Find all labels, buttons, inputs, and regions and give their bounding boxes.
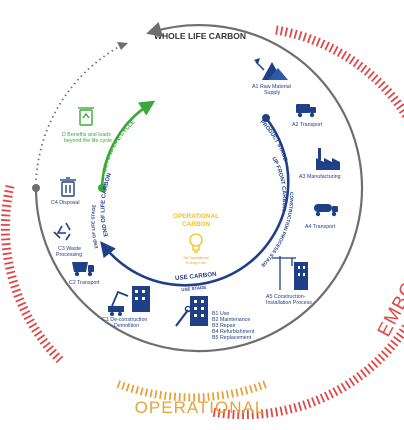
b4-label: B4 Refurbishment	[212, 329, 255, 335]
embodied-band-tail	[0, 185, 64, 364]
d-label-1: D Benefits and loads	[62, 132, 111, 138]
c3-label-2: Processing	[56, 252, 82, 258]
truck-icon	[296, 104, 316, 118]
a5-label-1: A5 Construction-	[266, 294, 306, 300]
recycling-icon	[53, 222, 71, 241]
diagram-title: WHOLE LIFE CARBON	[154, 31, 246, 41]
upfront-carbon-label: UP FRONT CARBON	[270, 156, 287, 211]
b5-label: B5 Replacement	[212, 335, 252, 341]
beyond-life-cycle-label: BEYOND LIFE CYCLE	[102, 119, 136, 172]
use-carbon-label: USE CARBON	[175, 271, 218, 282]
operational-carbon-title-2: CARBON	[182, 221, 210, 228]
c3-label-1: C3 Waste	[58, 246, 81, 252]
c1-label-2: Demolition	[114, 323, 139, 329]
operational-band	[116, 380, 268, 402]
whole-life-arc-start-dot	[32, 184, 40, 192]
operational-label: OPERATIONAL	[135, 398, 266, 417]
whole-life-arc	[34, 21, 364, 353]
crane-building-icon	[272, 256, 308, 290]
use-stage-label: USE STAGE	[181, 285, 207, 293]
operational-energy-sub-1: B6 Operational	[183, 256, 208, 260]
beyond-dotted-arrowhead	[117, 42, 128, 50]
product-stage-label: PRODUCT STAGE	[259, 119, 289, 162]
beyond-life-cycle-arc	[100, 100, 156, 189]
lightbulb-icon	[189, 233, 203, 253]
navy-arc-start-dot	[262, 114, 270, 122]
b1-label: B1 Use	[212, 311, 229, 317]
b3-label: B3 Repair	[212, 323, 236, 329]
operational-carbon-title-1: OPERATIONAL	[173, 213, 219, 220]
raw-material-icon	[254, 58, 288, 80]
trash-bin-icon	[60, 177, 76, 197]
b2-label: B2 Maintenance	[212, 317, 250, 323]
a4-label: A4 Transport	[305, 224, 336, 230]
c4-label: C4 Disposal	[51, 200, 80, 206]
embodied-band	[211, 25, 404, 420]
beyond-dotted-arc	[35, 43, 125, 181]
building-maintenance-icon	[175, 296, 208, 327]
a5-label-2: Installation Process	[266, 300, 312, 306]
use-carbon-arc	[100, 117, 290, 287]
dump-truck-icon	[72, 262, 94, 277]
factory-icon	[316, 148, 340, 170]
operational-energy-sub-2: Energy Use	[186, 261, 206, 265]
a2-label: A2 Transport	[292, 122, 323, 128]
end-of-life-stage-label: END OF LIFE STAGE	[90, 204, 98, 249]
embodied-label: EMBODIED	[374, 234, 404, 340]
a1-label-1: A1 Raw Material	[252, 84, 291, 90]
green-arc-start-dot	[98, 184, 106, 192]
a1-label-2: Supply	[264, 90, 281, 96]
a3-label: A3 Manufacturing	[299, 174, 341, 180]
d-label-2: beyond the life cycle	[64, 138, 112, 144]
c1-label-1: C1 De-construction	[102, 317, 147, 323]
excavator-icon	[108, 286, 150, 316]
recycle-bin-icon	[78, 107, 94, 126]
c2-label: C2 Transport	[69, 280, 100, 286]
tanker-truck-icon	[314, 204, 338, 217]
